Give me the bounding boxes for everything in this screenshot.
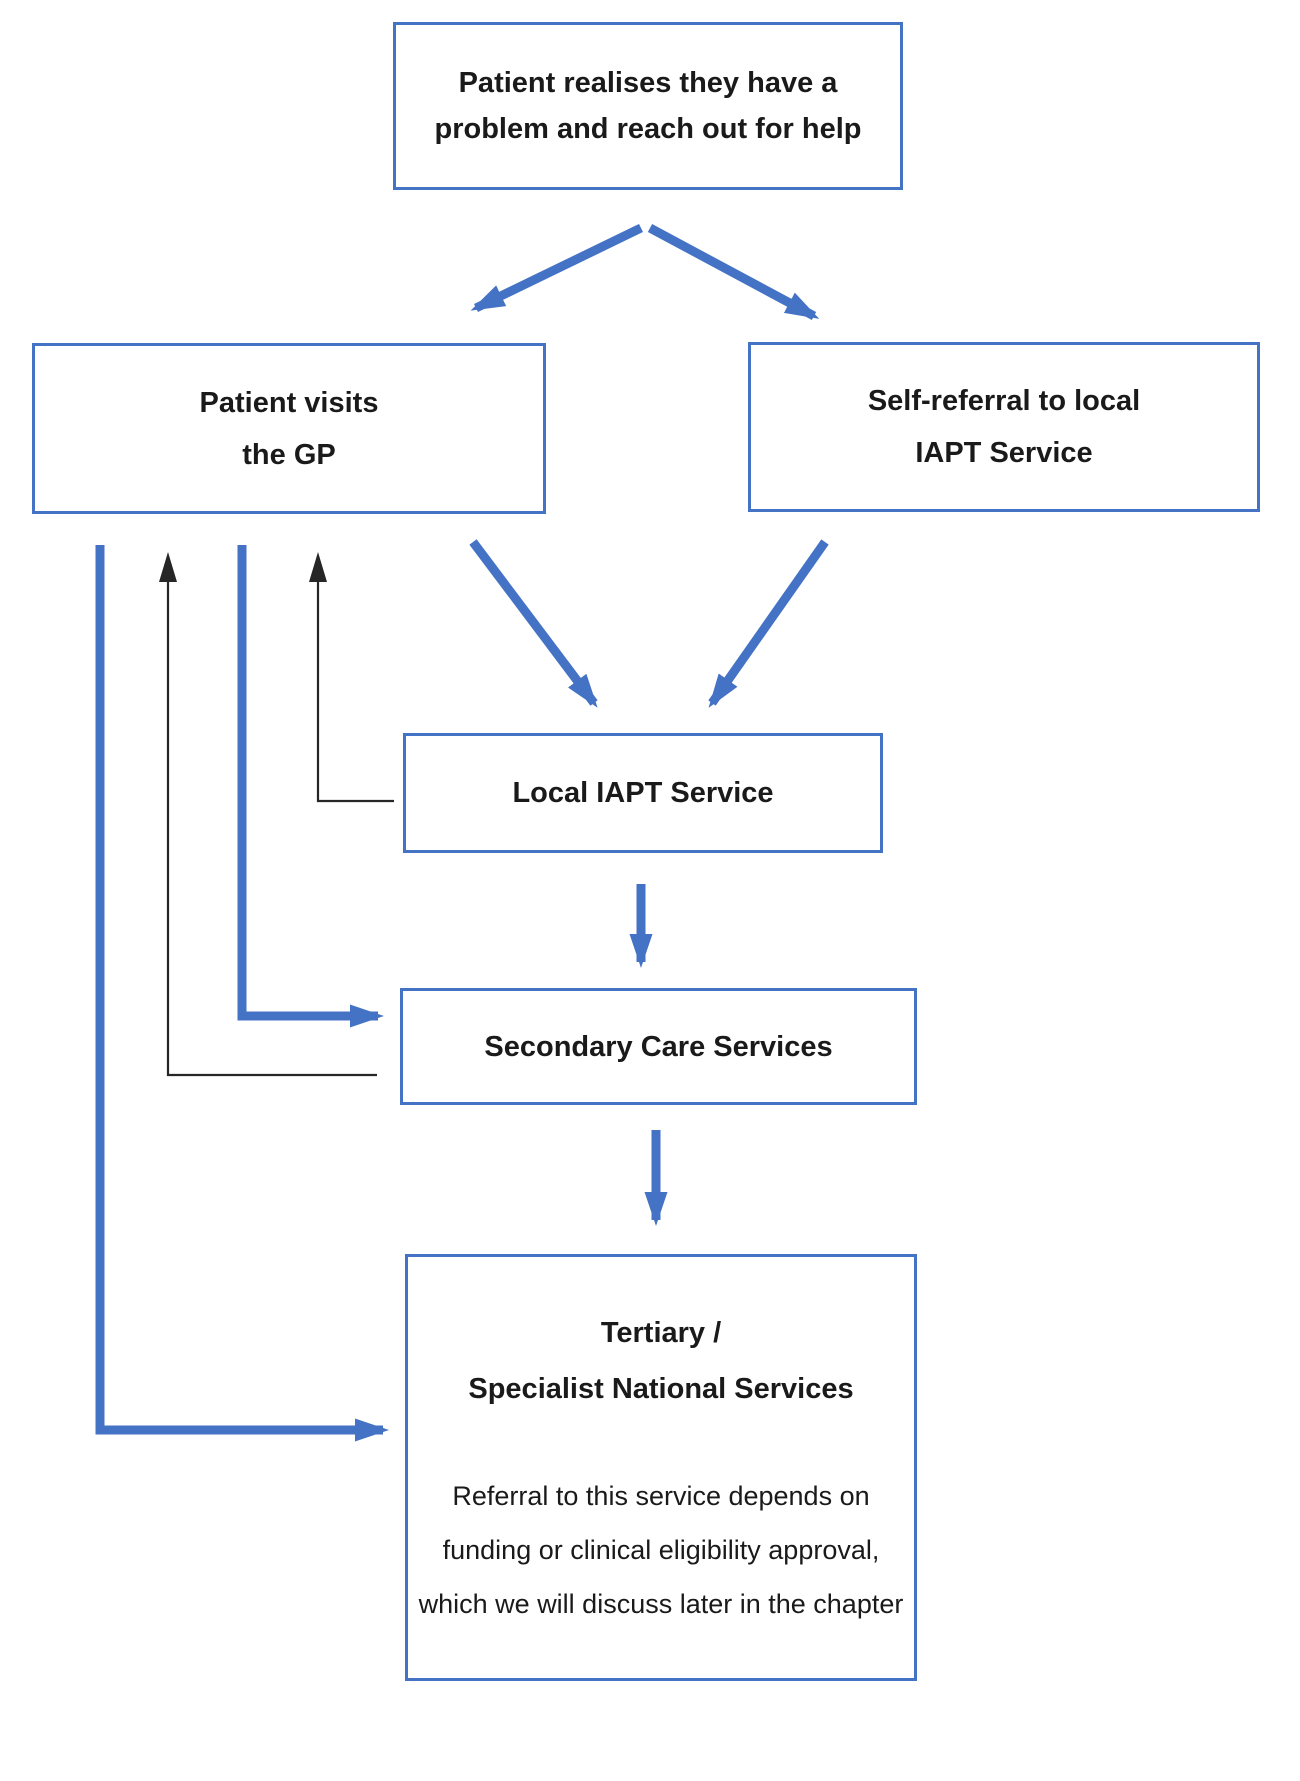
arrow-gp-to-secondary-elbow — [237, 545, 384, 1028]
node-text-line: the GP — [242, 438, 336, 471]
node-text-line: Local IAPT Service — [512, 777, 774, 809]
node-text-line: funding or clinical eligibility approval… — [442, 1534, 880, 1565]
node-patient-visits-gp: Patient visits the GP — [32, 343, 546, 514]
arrow-local-iapt-back-to-gp — [309, 552, 394, 803]
arrow-secondary-back-to-gp — [159, 552, 377, 1077]
node-text-line: problem and reach out for help — [434, 113, 862, 145]
node-text-line: Patient realises they have a — [458, 67, 838, 99]
node-text-line: which we will discuss later in the chapt… — [418, 1588, 904, 1619]
node-text-line: Specialist National Services — [468, 1372, 854, 1405]
node-text-line: Secondary Care Services — [484, 1030, 833, 1063]
node-text-line: IAPT Service — [915, 437, 1093, 469]
node-secondary-care-services: Secondary Care Services — [400, 988, 917, 1105]
arrow-problem-to-gp — [470, 223, 643, 313]
arrow-gp-to-tertiary-elbow — [95, 545, 389, 1442]
node-text-line: Referral to this service depends on — [452, 1480, 870, 1511]
node-patient-realises-problem: Patient realises they have a problem and… — [393, 22, 903, 190]
node-tertiary-specialist-services: Tertiary / Specialist National Services … — [405, 1254, 917, 1681]
node-self-referral: Self-referral to local IAPT Service — [748, 342, 1260, 512]
tertiary-note: Referral to this service depends on fund… — [419, 1469, 904, 1631]
arrow-problem-to-self-referral — [647, 224, 820, 320]
node-local-iapt-service: Local IAPT Service — [403, 733, 883, 853]
arrow-gp-to-local-iapt — [469, 539, 598, 708]
node-text-line: Patient visits — [199, 386, 379, 419]
arrow-self-referral-to-local-iapt — [708, 539, 829, 708]
tertiary-heading: Tertiary / Specialist National Services — [468, 1305, 853, 1417]
node-text-line: Self-referral to local — [867, 385, 1141, 417]
node-text-line: Tertiary / — [600, 1316, 722, 1349]
